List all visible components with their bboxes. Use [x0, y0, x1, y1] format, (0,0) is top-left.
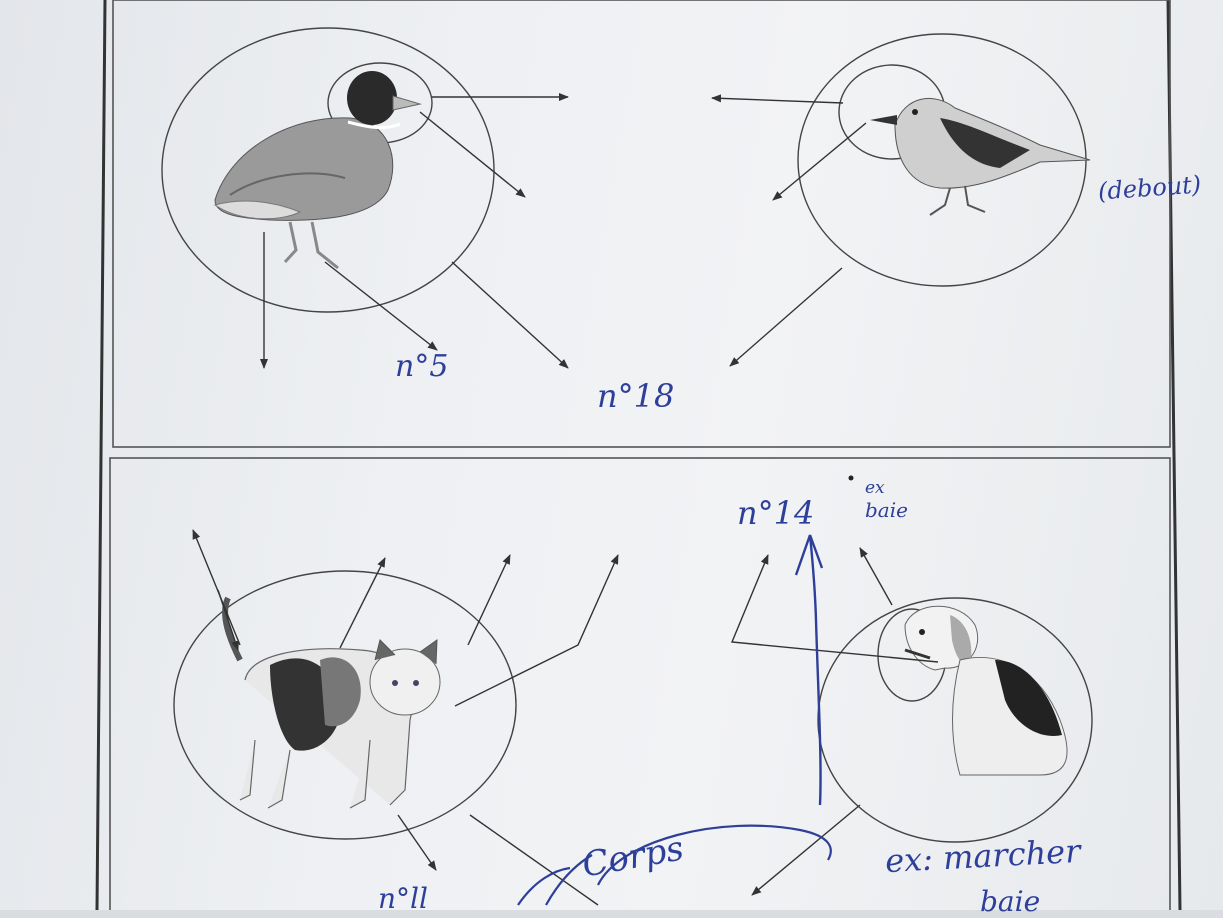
bird-illustration: [798, 34, 1090, 286]
handwritten-note-n5: n°5: [395, 352, 448, 382]
handwritten-note-n14: n°14: [737, 497, 814, 529]
handwritten-note-debout: (debout): [1097, 172, 1202, 203]
duck-illustration: [162, 28, 494, 312]
page-left-border: [97, 0, 105, 910]
bird-arrows: [712, 98, 866, 366]
handwritten-note-ex-marcher: ex: marcher: [884, 835, 1081, 877]
handwritten-note-bottom-left: n°ll: [378, 885, 428, 913]
handwritten-note-ex: ex: [865, 480, 885, 497]
handwritten-note-baie: baie: [865, 500, 908, 520]
handwritten-note-bottom-right: baie: [980, 888, 1040, 916]
pen-strokes: [518, 476, 854, 906]
handwritten-note-n18: n°18: [597, 380, 674, 412]
